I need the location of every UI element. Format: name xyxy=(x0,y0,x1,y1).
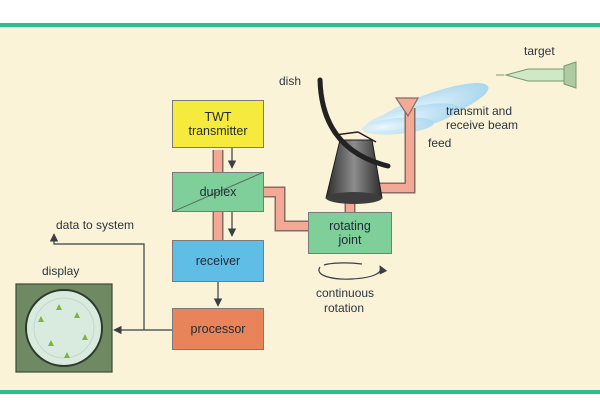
target-label: target xyxy=(524,44,555,58)
bottom-frame-bar xyxy=(0,390,600,394)
rotating-joint-line1: rotating xyxy=(329,219,371,233)
display-label: display xyxy=(42,264,80,278)
rotation-arrow xyxy=(318,262,388,280)
beam-label-line1: transmit and xyxy=(446,104,513,118)
target-missile xyxy=(496,61,577,89)
twt-transmitter-block: TWT transmitter xyxy=(172,100,264,148)
receiver-block: receiver xyxy=(172,240,264,282)
receiver-label: receiver xyxy=(195,254,241,268)
processor-label: processor xyxy=(190,322,246,336)
transmitter-line2: transmitter xyxy=(188,124,248,138)
signal-arrows xyxy=(49,148,237,335)
dish xyxy=(317,77,391,169)
feed-horn xyxy=(394,97,420,118)
dish-label: dish xyxy=(279,74,302,88)
display-blips xyxy=(38,304,88,358)
arrow-data-to-system xyxy=(49,233,145,330)
duplex-block: duplex xyxy=(172,172,264,212)
duplex-diagonal xyxy=(172,172,264,212)
beam-label-line2: receive beam xyxy=(446,118,519,132)
top-frame-bar xyxy=(0,23,600,27)
feed-label: feed xyxy=(428,136,452,150)
rotating-joint-line2: joint xyxy=(338,233,362,247)
continuous-rotation-line2: rotation xyxy=(324,301,365,315)
antenna-pedestal xyxy=(325,139,383,204)
processor-block: processor xyxy=(172,308,264,350)
continuous-rotation-line1: continuous xyxy=(316,286,375,300)
display-unit xyxy=(15,283,113,373)
transmitter-line1: TWT xyxy=(204,110,232,124)
duplex-label: duplex xyxy=(199,185,237,199)
rotating-joint-block: rotating joint xyxy=(308,212,392,254)
data-to-system-label: data to system xyxy=(56,218,135,232)
